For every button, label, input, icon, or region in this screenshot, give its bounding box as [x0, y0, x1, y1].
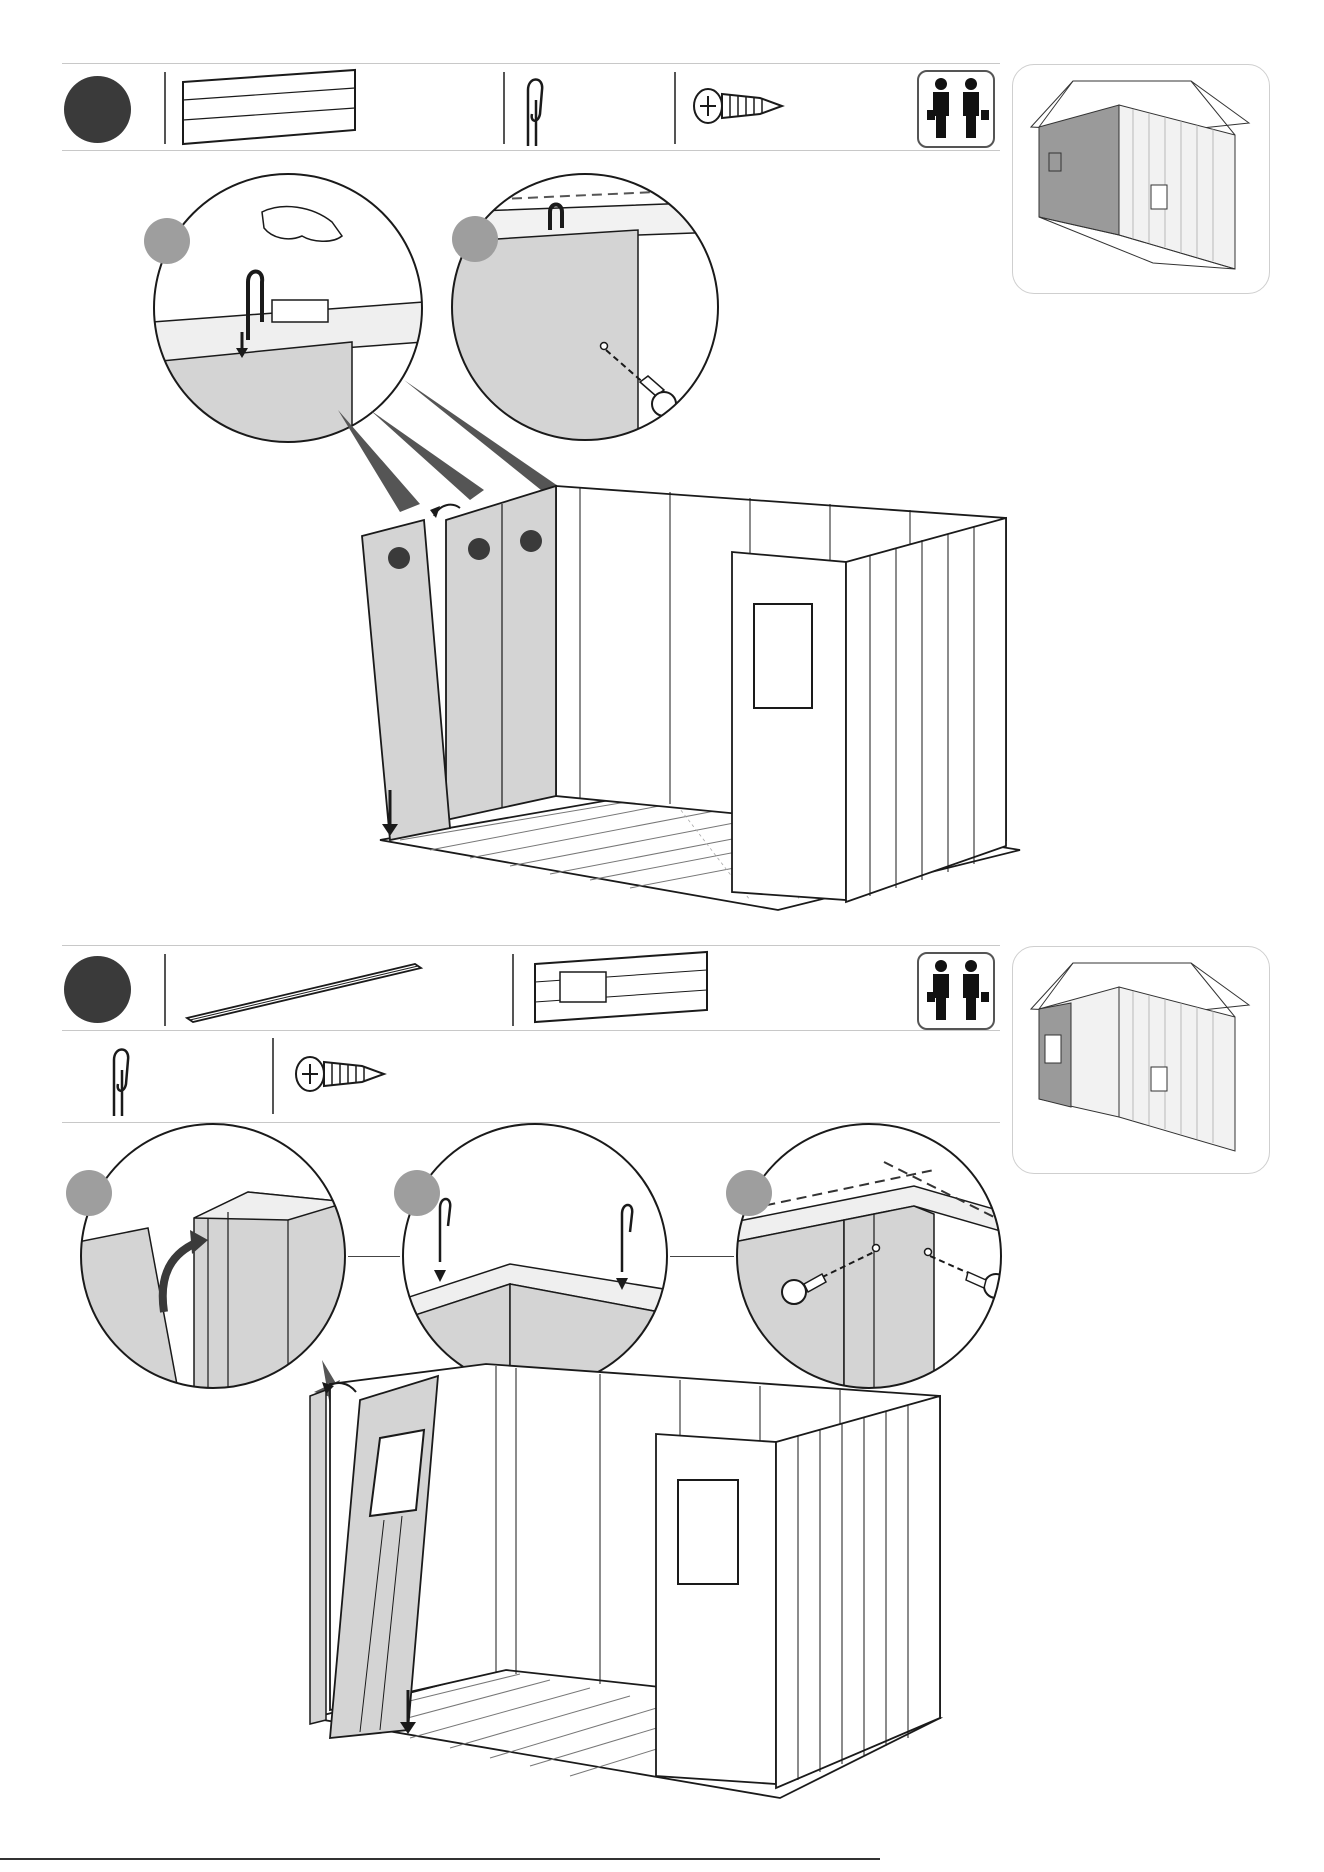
step1-main-view	[330, 340, 1020, 920]
screw-icon-2	[292, 1052, 392, 1102]
step2-divider-3	[272, 1038, 274, 1114]
step1-marker-1	[388, 547, 410, 569]
step2-number-badge	[64, 956, 131, 1023]
step1-progress-thumbnail	[1012, 64, 1270, 294]
step1-divider-3	[674, 72, 676, 144]
two-person-icon-2	[917, 952, 995, 1030]
step1-divider-2	[503, 72, 505, 144]
clip-icon-2	[96, 1040, 136, 1120]
step1-detail-a-badge	[144, 218, 190, 264]
window-panel-icon	[532, 950, 712, 1025]
step1-divider	[164, 72, 166, 144]
step2-divider	[164, 954, 166, 1026]
step1-top-rule	[62, 63, 1000, 64]
step1-number-badge	[64, 76, 131, 143]
step2-top-rule	[62, 945, 1000, 946]
step2-connector-2	[670, 1256, 734, 1257]
connector-strip-icon	[185, 960, 425, 1020]
step1-marker-3	[520, 530, 542, 552]
screw-icon	[690, 84, 790, 134]
step2-detail-b-badge	[394, 1170, 440, 1216]
step2-detail-c-badge	[726, 1170, 772, 1216]
step2-progress-thumbnail	[1012, 946, 1270, 1174]
step1-marker-2	[468, 538, 490, 560]
step2-divider-2	[512, 954, 514, 1026]
step1-bottom-rule	[62, 150, 1000, 151]
clip-icon	[510, 70, 550, 150]
step2-detail-a-badge	[66, 1170, 112, 1216]
step2-main-view	[300, 1340, 940, 1810]
footer-rule	[0, 1858, 880, 1860]
step1-detail-b-badge	[452, 216, 498, 262]
wall-panel-icon	[180, 68, 360, 148]
step2-mid-rule	[62, 1030, 1000, 1031]
two-person-icon	[917, 70, 995, 148]
step2-connector-1	[348, 1256, 400, 1257]
